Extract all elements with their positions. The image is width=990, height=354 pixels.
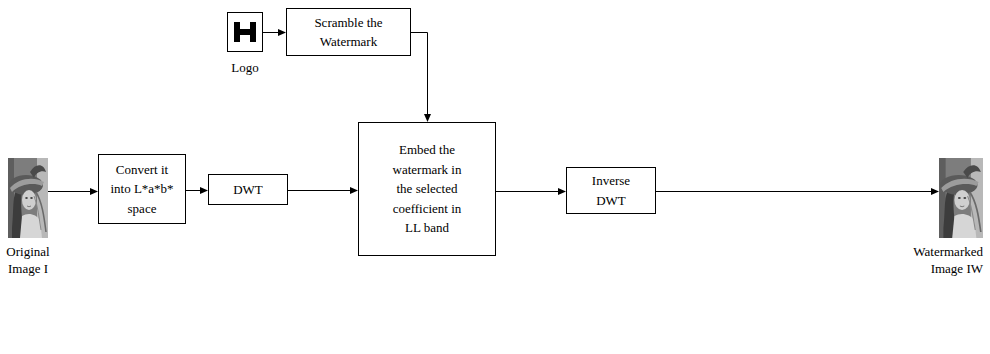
arrow-head [90,188,98,195]
image-node: Watermarked Image IW [939,158,983,238]
flow-arrow [48,188,98,195]
logo-node: Logo [227,12,263,52]
flow-arrow [263,29,286,36]
arrow-line [411,33,428,115]
box-label: Convert it into L*a*b* space [106,160,178,219]
flow-arrow [411,33,431,123]
box-label: Embed the watermark in the selected coef… [384,140,470,238]
logo-image [228,13,263,52]
process-box: Inverse DWT [566,167,656,214]
box-label: Scramble the Watermark [294,13,404,52]
watermarked-photo [939,158,983,238]
original-photo [8,158,48,238]
image-caption: Logo [231,60,258,77]
arrow-line [48,191,90,192]
arrow-head [558,188,566,195]
arrow-head [350,187,358,194]
arrow-head [931,188,939,195]
arrow-line [288,190,350,191]
process-box: Scramble the Watermark [286,8,411,56]
arrow-head [200,187,208,194]
flow-arrow [496,188,566,195]
flow-arrow [656,188,939,195]
box-label: Inverse DWT [585,171,637,210]
arrow-head [278,29,286,36]
flow-arrow [288,187,358,194]
process-box: Convert it into L*a*b* space [98,154,186,224]
arrow-line [496,191,558,192]
arrow-head [424,114,431,122]
arrow-line [186,190,200,191]
arrow-line [263,32,278,33]
box-label: DWT [233,180,263,200]
process-box: DWT [208,174,288,205]
flow-arrow [186,187,208,194]
arrow-line [656,191,931,192]
process-box: Embed the watermark in the selected coef… [358,122,496,256]
image-caption: Original Image I [1,244,55,278]
image-node: Original Image I [8,158,48,238]
image-caption: Watermarked Image IW [891,244,983,278]
